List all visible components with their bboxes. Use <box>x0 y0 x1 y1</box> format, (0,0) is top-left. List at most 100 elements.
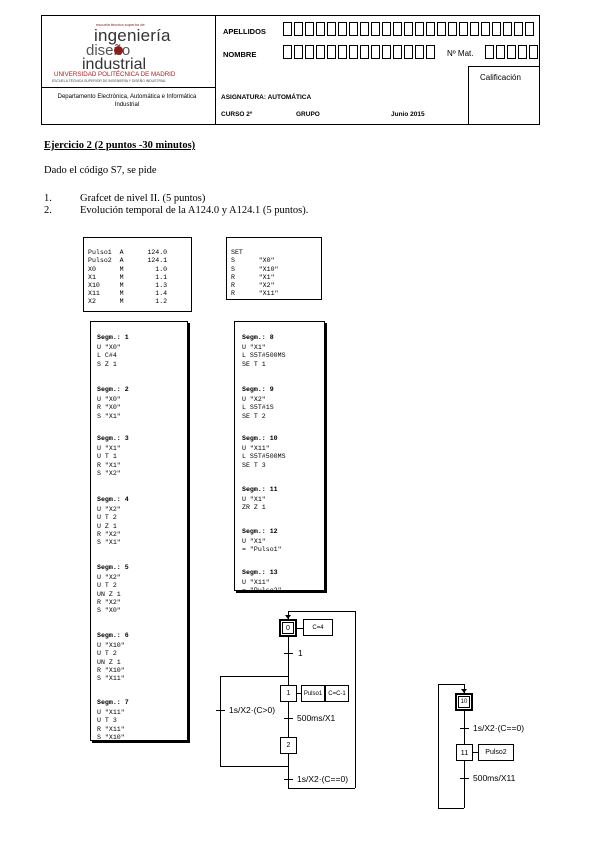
step0-action: C=4 <box>303 619 333 636</box>
segment-title: Segm.: 1 <box>97 334 129 342</box>
segment-title: Segm.: 11 <box>242 486 278 494</box>
segment-line: R "X11" <box>97 725 125 733</box>
calificacion-label: Calificación <box>480 73 521 82</box>
grafcet-left-loop <box>220 676 221 766</box>
segment-title: Segm.: 2 <box>97 386 129 394</box>
apellidos-field[interactable] <box>283 22 536 36</box>
segment-line: UN Z 1 <box>97 590 121 598</box>
exercise-item-2-num: 2. <box>44 205 52 216</box>
grafcet-step-11: 11 <box>456 744 473 761</box>
symbol-line: X0 M 1.0 <box>88 265 168 273</box>
symbol-line: Pulso2 A 124.1 <box>88 257 168 265</box>
transition-11-10 <box>460 778 469 779</box>
department: Departamento Electrónica, Automática e I… <box>57 94 197 108</box>
segment-line: L C#4 <box>97 352 117 360</box>
header-divider <box>215 15 216 125</box>
set-line: R "X2" <box>231 282 275 290</box>
exam-date: Junio 2015 <box>391 111 425 118</box>
exercise-item-1-text: Grafcet de nivel II. (5 puntos) <box>80 193 206 204</box>
nombre-field[interactable] <box>283 45 437 59</box>
transition-2-1-label: 1s/X2·(C>0) <box>229 705 276 715</box>
step1-action-a: Pulso1 <box>301 685 325 702</box>
asignatura-label: ASIGNATURA: AUTOMÁTICA <box>221 94 312 101</box>
segment-title: Segm.: 8 <box>242 334 274 342</box>
logo-subtitle: escuela técnica superior de <box>96 22 145 27</box>
segment-line: U "X2" <box>97 574 121 582</box>
segment-line: L S5T#500MS <box>242 352 286 360</box>
logo-mark <box>114 46 123 55</box>
segment-line: U "X11" <box>242 445 270 453</box>
set-line: SET <box>231 249 243 257</box>
segment-line: SE T 1 <box>242 360 266 368</box>
segment-line: U "X10" <box>97 642 125 650</box>
symbol-line: X1 M 1.1 <box>88 273 168 281</box>
segment-line: U T 3 <box>97 717 117 725</box>
symbol-line: Pulso1 A 124.0 <box>88 249 168 257</box>
nmat-field[interactable] <box>485 45 540 59</box>
arrow-down-icon <box>285 615 291 619</box>
transition-10-11-label: 1s/X2·(C==0) <box>473 723 525 733</box>
segment-title: Segm.: 3 <box>97 435 129 443</box>
segment-line: ZR Z 1 <box>242 504 266 512</box>
logo-word-ingenieria: ingeniería <box>94 26 171 45</box>
grafcet-loop-right <box>355 611 356 788</box>
segment-line: SE T 2 <box>242 412 266 420</box>
segment-line: S "X1" <box>97 412 121 420</box>
transition-0-1-label: 1 <box>298 648 303 658</box>
grafcet-link <box>288 754 289 788</box>
segment-title: Segm.: 10 <box>242 435 278 443</box>
exercise-item-1-num: 1. <box>44 193 52 204</box>
symbol-line: X2 M 1.2 <box>88 298 168 306</box>
segment-line: S "X2" <box>97 469 121 477</box>
grafcet-step-0-outer <box>279 619 297 637</box>
grafcet-link <box>288 637 289 685</box>
curso-label: CURSO 2º <box>221 111 253 118</box>
segment-line: S "X11" <box>97 675 125 683</box>
segment-title: Segm.: 9 <box>242 386 274 394</box>
segment-line: U "X2" <box>242 396 266 404</box>
segment-line: R "X1" <box>97 461 121 469</box>
step11-action-link <box>473 752 478 753</box>
segment-title: Segm.: 4 <box>97 496 129 504</box>
segment-line: R "X2" <box>97 598 121 606</box>
segment-line: U "X1" <box>242 344 266 352</box>
grafcet-step-1: 1 <box>280 685 297 702</box>
transition-1-2-label: 500ms/X1 <box>297 713 336 723</box>
header-box <box>41 15 540 125</box>
segment-line: U "X11" <box>97 709 125 717</box>
set-line: S "X0" <box>231 257 275 265</box>
segment-11: Segm.: 11 U "X1"ZR Z 1 <box>242 478 278 521</box>
segment-line: = "Pulso2" <box>242 587 282 595</box>
transition-2-0-label: 1s/X2·(C==0) <box>297 774 349 784</box>
set-line: S "X10" <box>231 265 279 273</box>
segment-line: = "Pulso1" <box>242 546 282 554</box>
segment-line: U T 1 <box>97 453 117 461</box>
step11-action: Pulso2 <box>478 744 514 761</box>
segment-line: S "X1" <box>97 539 121 547</box>
header-logo-divider <box>41 87 215 88</box>
segments-right-box <box>234 321 325 591</box>
segment-line: U "X1" <box>242 496 266 504</box>
segment-line: U "X2" <box>97 506 121 514</box>
arrow-down-icon <box>461 689 467 693</box>
school-name: ESCUELA TÉCNICA SUPERIOR DE INGENIERÍA Y… <box>52 79 166 83</box>
transition-0-1 <box>284 653 293 654</box>
grafcet2-link <box>464 711 465 744</box>
grupo-label: GRUPO <box>296 111 320 118</box>
grafcet-link <box>288 702 289 737</box>
segment-line: U "X1" <box>97 445 121 453</box>
segment-line: R "X10" <box>97 666 125 674</box>
symbol-table <box>83 237 192 312</box>
exercise-title: Ejercicio 2 (2 puntos -30 minutos) <box>44 140 196 151</box>
grafcet-loop-top <box>288 611 355 612</box>
